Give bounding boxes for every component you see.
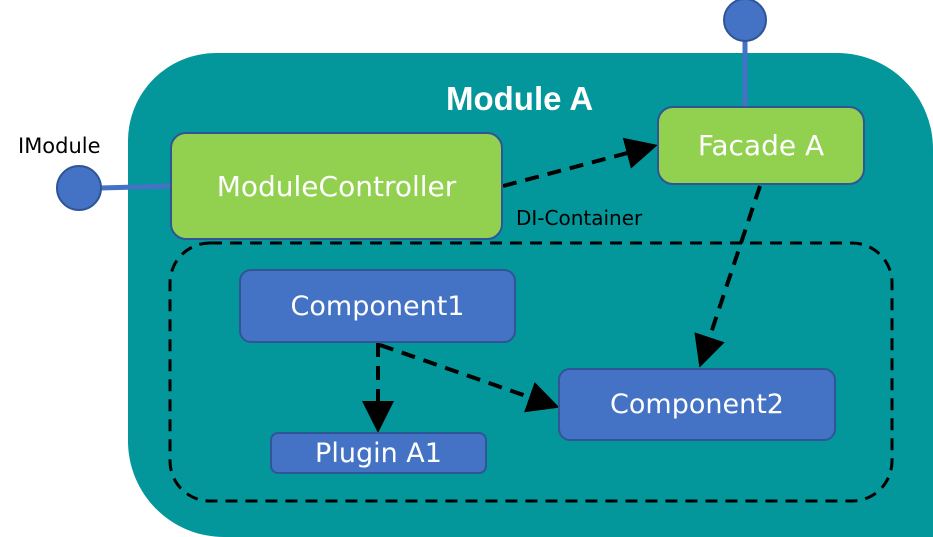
imodule-connector-line xyxy=(99,183,173,191)
component1-box[interactable]: Component1 xyxy=(239,269,516,343)
plugin-a1-box[interactable]: Plugin A1 xyxy=(270,432,487,474)
edge-component1-to-component2 xyxy=(379,343,560,413)
imodule-label: IModule xyxy=(18,134,101,158)
module-title: Module A xyxy=(446,80,594,117)
edge-facade-to-component2 xyxy=(694,185,762,368)
imodule-interface-port xyxy=(56,165,102,211)
facade-a-box[interactable]: Facade A xyxy=(657,106,865,185)
component2-box[interactable]: Component2 xyxy=(558,368,836,441)
di-container-label: DI-Container xyxy=(516,206,643,230)
di-container-outline xyxy=(168,241,894,503)
module-controller-box[interactable]: ModuleController xyxy=(170,132,503,240)
facade-interface-port xyxy=(723,0,767,42)
edge-controller-to-facade xyxy=(502,137,658,188)
